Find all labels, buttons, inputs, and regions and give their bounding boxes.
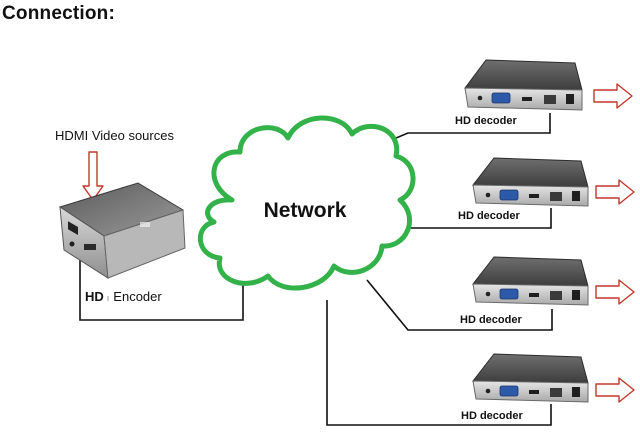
page-title: Connection: [2,3,116,24]
network-label: Network [264,199,347,222]
connection-lines [79,113,553,426]
output-arrow-icon [595,179,635,205]
encoder-label-separator: ı [107,293,110,303]
decoder-label: HD decoder [460,314,522,326]
decoder-device-icon [471,353,589,403]
network-cloud [197,115,416,291]
encoder-network-line [79,258,244,321]
decoder-2-line [404,208,552,229]
decoder-device-icon [464,59,583,111]
decoder-label: HD decoder [461,410,523,422]
output-arrow-icon [595,279,635,305]
decoder-device-icon [471,256,589,306]
decoder-3-line [366,279,553,331]
hdmi-sources-label: HDMI Video sources [55,128,174,143]
decoder-label: HD decoder [455,115,517,127]
encoder-label-hd: HD [85,289,104,304]
input-arrow-icon [82,151,104,201]
encoder-label-rest: Encoder [113,289,162,304]
encoder-device-icon [58,182,186,279]
decoder-label: HD decoder [458,210,520,222]
output-arrow-icon [593,83,633,109]
decoder-device-icon [471,157,589,207]
output-arrow-icon [595,377,635,403]
decoder-4-line [326,300,552,426]
